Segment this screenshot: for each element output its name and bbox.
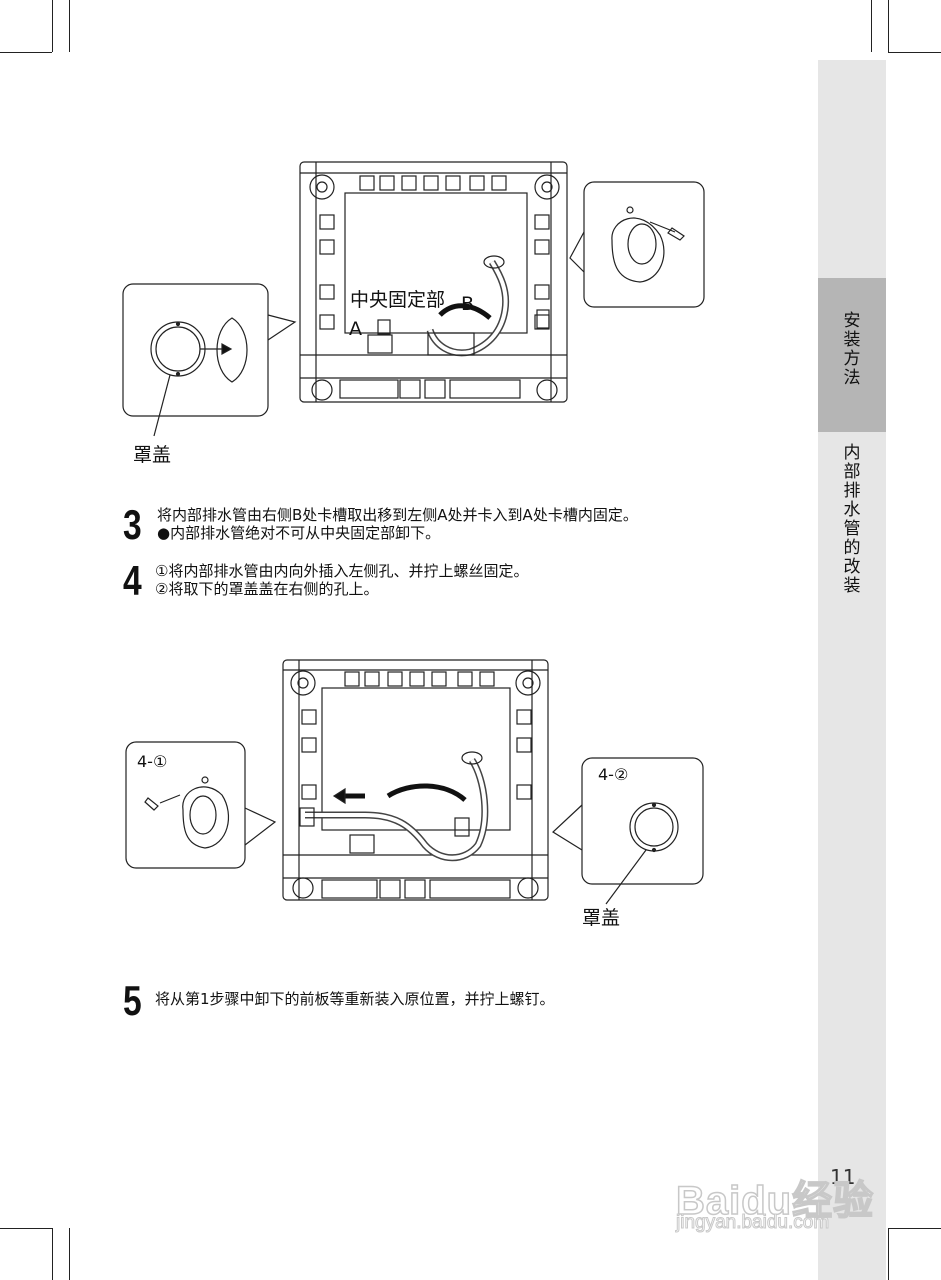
label-center-fixing: 中央固定部 xyxy=(350,289,446,311)
figure2-drawing xyxy=(125,659,704,905)
step-3-line-2: ●内部排水管绝对不可从中央固定部卸下。 xyxy=(157,524,441,542)
crop-mark xyxy=(871,0,872,52)
step-5-line-1: 将从第1步骤中卸下的前板等重新装入原位置，并拧上螺钉。 xyxy=(155,990,555,1008)
callout-4-2: 4-② xyxy=(598,765,629,784)
side-tab-char: 管 xyxy=(843,519,861,539)
crop-mark xyxy=(69,1228,70,1280)
side-tab-char: 内 xyxy=(843,443,861,463)
side-tab-char: 改 xyxy=(843,557,861,577)
step-5-number: 5 xyxy=(123,977,142,1024)
crop-mark xyxy=(69,0,70,52)
crop-mark xyxy=(888,1228,889,1280)
crop-mark xyxy=(52,1228,53,1280)
step-4-line-2: ②将取下的罩盖盖在右侧的孔上。 xyxy=(155,580,379,598)
section-title: 安装方法 xyxy=(818,312,886,388)
crop-mark xyxy=(52,0,53,52)
step-4-number: 4 xyxy=(123,557,142,604)
side-tab-char: 装 xyxy=(843,576,861,596)
washer-base-outline xyxy=(299,161,568,403)
label-a: A xyxy=(349,318,362,340)
side-tab-char: 排 xyxy=(843,481,861,501)
watermark-logo: Baidu经验 xyxy=(675,1178,875,1224)
figure1-drawing xyxy=(122,161,705,437)
side-tab-char: 部 xyxy=(843,462,861,482)
watermark-url: jingyan.baidu.com xyxy=(675,1212,830,1234)
crop-mark xyxy=(888,1228,941,1229)
crop-mark xyxy=(888,52,941,53)
side-tab-char: 装 xyxy=(843,330,861,350)
side-tab-active-section xyxy=(818,278,886,432)
side-tab-char: 方 xyxy=(843,349,861,369)
step-3-line-1: 将内部排水管由右侧B处卡槽取出移到左侧A处并卡入到A处卡槽内固定。 xyxy=(157,506,638,524)
side-tab-char: 法 xyxy=(843,368,861,388)
side-tab-char: 安 xyxy=(843,311,861,331)
crop-mark xyxy=(888,0,889,52)
step-4-line-1: ①将内部排水管由内向外插入左侧孔、并拧上螺丝固定。 xyxy=(155,562,529,580)
crop-mark xyxy=(0,1228,52,1229)
crop-mark xyxy=(0,52,52,53)
subsection-title: 内部排水管的改装 xyxy=(818,444,886,596)
side-tab-char: 水 xyxy=(843,500,861,520)
step-3-number: 3 xyxy=(123,501,142,548)
side-tab-char: 的 xyxy=(843,538,861,558)
side-tab xyxy=(818,60,886,1280)
page-number: 11 xyxy=(830,1165,856,1189)
label-cover-1: 罩盖 xyxy=(133,444,172,466)
label-b: B xyxy=(461,293,475,315)
callout-4-1: 4-① xyxy=(137,752,168,771)
label-cover-2: 罩盖 xyxy=(582,907,621,929)
washer-base-outline-2 xyxy=(282,659,549,901)
washer-base-inner-opening xyxy=(344,192,528,334)
